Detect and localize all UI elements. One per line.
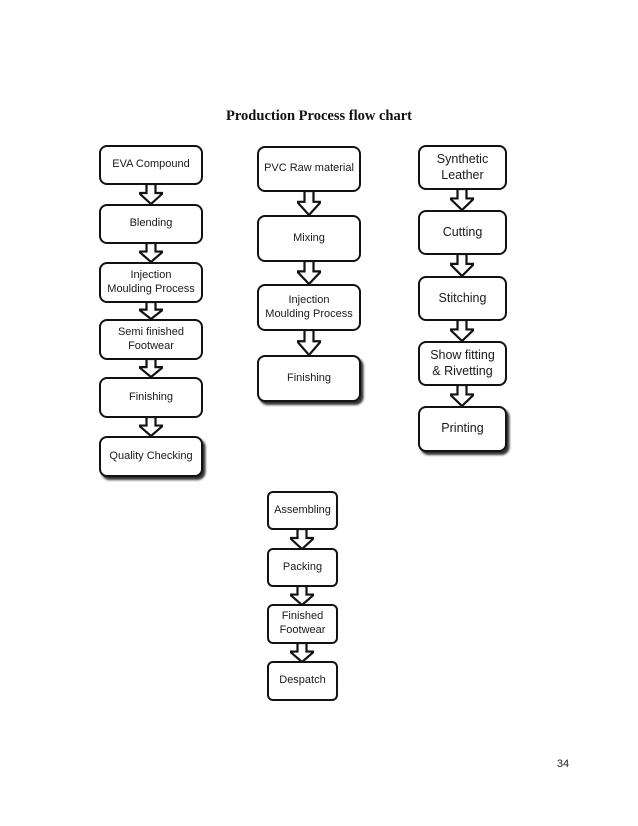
flow-box-injection-moulding-1: Injection Moulding Process <box>99 262 203 303</box>
flow-box-label: Synthetic Leather <box>436 151 489 182</box>
down-arrow-icon <box>139 417 163 436</box>
page-title: Production Process flow chart <box>226 108 412 124</box>
flow-box-label: PVC Raw material <box>264 162 354 175</box>
flow-box-label: Finishing <box>286 371 332 384</box>
page-number: 34 <box>556 758 570 770</box>
down-arrow-icon <box>450 385 474 406</box>
flow-box-show-fitting-rivetting: Show fitting & Rivetting <box>418 341 507 386</box>
down-arrow-icon <box>139 243 163 262</box>
flow-box-injection-moulding-2: Injection Moulding Process <box>257 284 361 331</box>
flow-box-printing: Printing <box>418 406 507 452</box>
flow-box-label: Injection Moulding Process <box>107 268 195 295</box>
down-arrow-icon <box>139 302 163 319</box>
down-arrow-icon <box>450 254 474 276</box>
flow-box-quality-checking: Quality Checking <box>99 436 203 477</box>
flow-box-despatch: Despatch <box>267 661 338 701</box>
flow-box-label: Finishing <box>128 390 174 403</box>
flow-box-packing: Packing <box>267 548 338 587</box>
flow-box-label: Mixing <box>293 231 325 244</box>
flow-box-mixing: Mixing <box>257 215 361 262</box>
down-arrow-icon <box>297 330 321 355</box>
down-arrow-icon <box>297 191 321 215</box>
flow-box-finished-footwear: Finished Footwear <box>267 604 338 644</box>
flow-box-label: Assembling <box>274 503 331 516</box>
down-arrow-icon <box>450 320 474 341</box>
flow-box-label: Semi finished Footwear <box>117 325 185 352</box>
flow-box-synthetic-leather: Synthetic Leather <box>418 145 507 190</box>
flow-box-blending: Blending <box>99 204 203 244</box>
flow-box-label: Finished Footwear <box>279 610 326 636</box>
down-arrow-icon <box>290 529 314 549</box>
down-arrow-icon <box>290 643 314 662</box>
flow-box-pvc-raw-material: PVC Raw material <box>257 146 361 192</box>
flow-box-label: Cutting <box>442 224 483 239</box>
flow-box-label: Injection Moulding Process <box>265 293 353 320</box>
flow-box-label: Quality Checking <box>109 449 193 462</box>
flow-box-label: Packing <box>282 560 323 573</box>
flow-box-label: Despatch <box>279 674 326 687</box>
flow-box-label: Show fitting & Rivetting <box>430 347 495 378</box>
flow-box-stitching: Stitching <box>418 276 507 321</box>
down-arrow-icon <box>450 189 474 210</box>
down-arrow-icon <box>139 359 163 377</box>
flow-box-assembling: Assembling <box>267 491 338 530</box>
flow-box-label: Stitching <box>438 290 487 305</box>
flow-box-label: Blending <box>129 217 173 230</box>
flow-box-semi-finished-footwear: Semi finished Footwear <box>99 319 203 360</box>
down-arrow-icon <box>139 184 163 204</box>
flow-box-cutting: Cutting <box>418 210 507 255</box>
down-arrow-icon <box>297 261 321 284</box>
flow-box-finishing-1: Finishing <box>99 377 203 418</box>
flow-box-eva-compound: EVA Compound <box>99 145 203 185</box>
down-arrow-icon <box>290 586 314 605</box>
flow-box-label: Printing <box>441 421 484 436</box>
flow-box-label: EVA Compound <box>112 158 190 171</box>
flow-box-finishing-2: Finishing <box>257 355 361 402</box>
